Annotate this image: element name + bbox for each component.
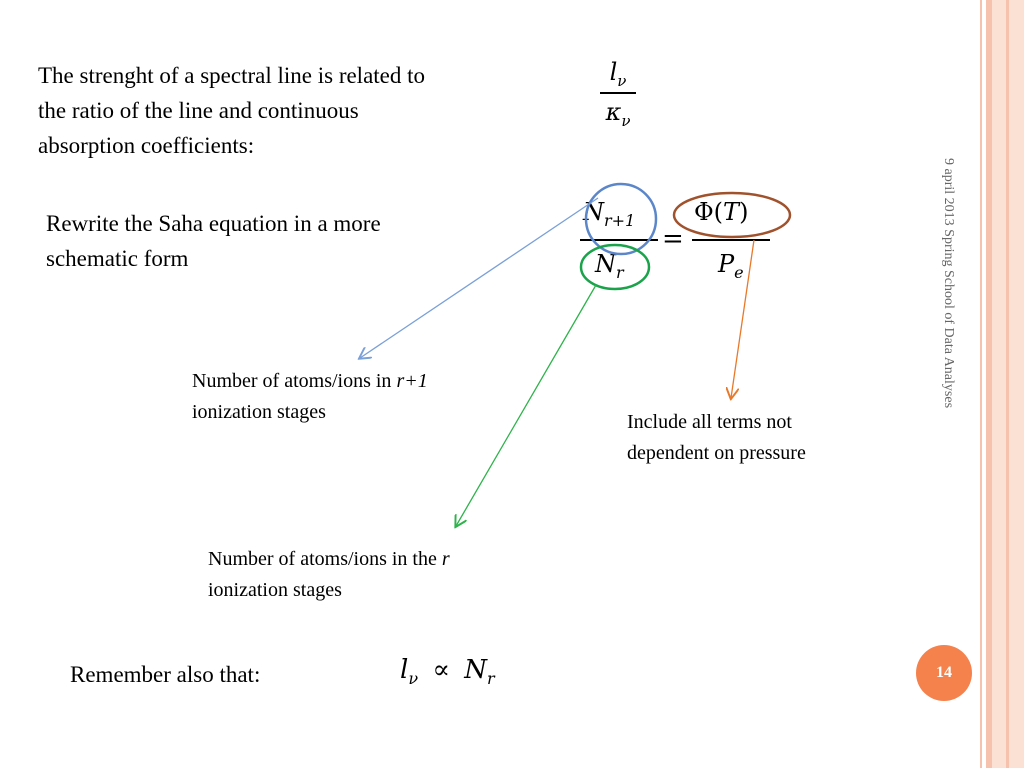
ratio-formula: lν κν [600,58,636,130]
page-number-badge: 14 [916,645,972,701]
note-r-before: Number of atoms/ions in the [208,548,442,570]
propto-formula: lν ∝ Nr [400,655,495,688]
propto-N-sub: r [486,669,495,689]
intro-line-2: the ratio of the line and continuous [38,98,359,123]
intro-text: The strenght of a spectral line is relat… [38,58,425,163]
saha-T: T [723,198,740,226]
ratio-fraction-bar [600,91,636,94]
ratio-num-sub: ν [617,71,627,90]
note-r1-line2: ionization stages [192,401,326,423]
note-r: Number of atoms/ions in the r ionization… [208,544,450,606]
ratio-num: l [609,58,618,86]
note-pressure-line1: Include all terms not [627,411,792,433]
arrow-blue [360,197,599,358]
arrow-green [456,284,597,526]
saha-P-sub: e [734,262,744,282]
arrow-orange [731,239,755,398]
saha-equals: = [662,224,684,254]
note-r-italic: r [441,548,450,570]
side-footer: 9 april 2013 Spring School of Data Analy… [941,158,968,498]
saha-lhs-bar [580,239,658,241]
circle-n-r [579,243,651,291]
saha-n2: N [595,250,616,278]
ratio-den-sub: ν [621,111,631,130]
ratio-den: κ [605,97,622,126]
saha-P: P [718,250,735,278]
saha-rhs-denominator: Pe [718,250,744,282]
note-pressure: Include all terms not dependent on press… [627,407,806,469]
intro-line-1: The strenght of a spectral line is relat… [38,63,426,88]
saha-n1-sub: r+1 [604,210,636,230]
note-pressure-line2: dependent on pressure [627,442,806,464]
propto-symbol: ∝ [432,655,450,685]
propto-N: N [464,655,487,685]
remember-text: Remember also that: [70,662,261,687]
side-stripes [980,0,1024,768]
side-footer-text: 9 april 2013 Spring School of Data Analy… [941,158,956,409]
saha-close-paren: ) [739,198,749,226]
circle-n-r1 [584,182,658,256]
intro-line-3: absorption coefficients: [38,133,255,158]
note-r1-italic: r+1 [396,370,428,392]
rewrite-text: Rewrite the Saha equation in a more sche… [46,206,381,276]
saha-lhs-denominator: Nr [595,250,624,282]
note-r-plus-1: Number of atoms/ions in r+1 ionization s… [192,366,428,428]
propto-l: l [400,655,409,685]
note-r-line2: ionization stages [208,579,342,601]
rewrite-line-1: Rewrite the Saha equation in a more [46,211,381,236]
saha-phi: Φ( [694,198,724,226]
saha-rhs-bar [692,239,770,241]
note-r1-before: Number of atoms/ions in [192,370,397,392]
saha-rhs-numerator: Φ(T) [694,198,748,226]
propto-l-sub: ν [408,669,419,689]
saha-n2-sub: r [616,262,624,282]
circle-phi [672,191,792,239]
rewrite-line-2: schematic form [46,246,189,271]
